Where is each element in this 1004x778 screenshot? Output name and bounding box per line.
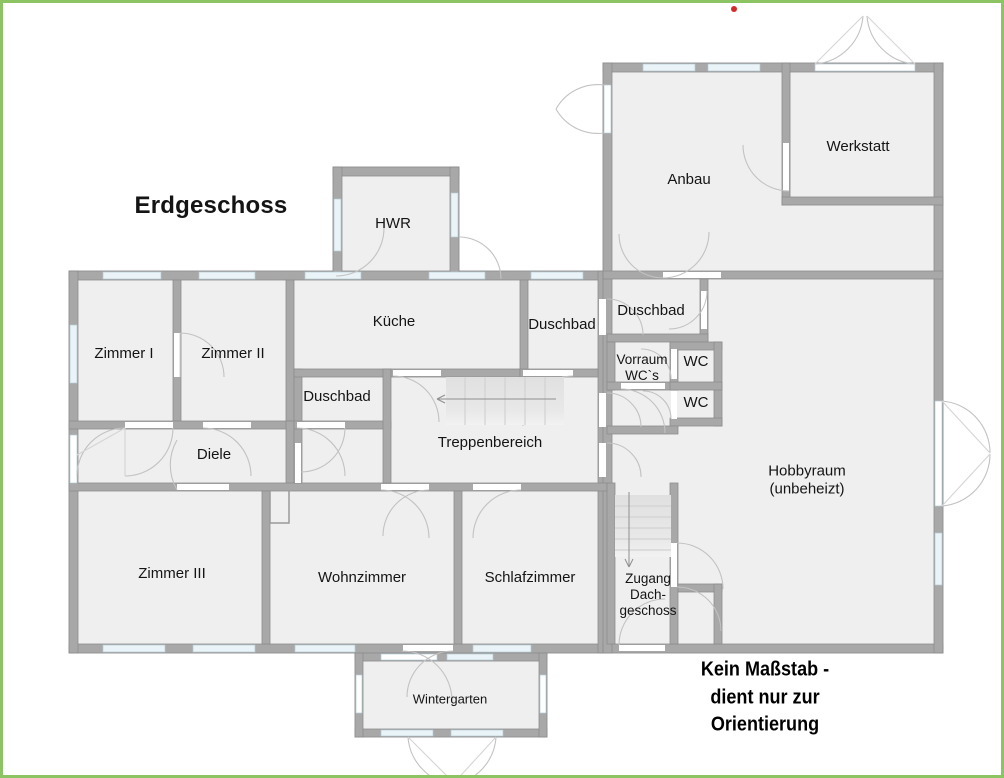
door-swings [76,15,991,775]
windows [69,63,943,737]
stair-dachgeschoss [615,492,671,568]
floorplan-drawing [3,3,1001,775]
wall-stub [269,491,290,524]
door-openings [125,143,789,651]
scale-disclaimer-note: Kein Maßstab - dient nur zur Orientierun… [700,657,830,736]
red-dot-marker [731,6,737,12]
staircases [436,377,671,568]
stair-treppenbereich [436,377,564,425]
